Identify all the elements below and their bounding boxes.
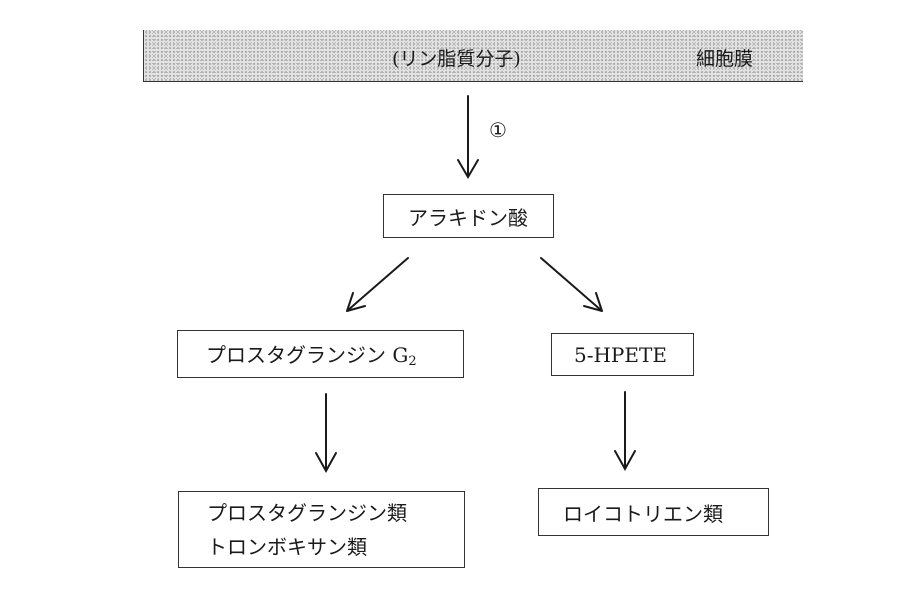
arachidonic-acid-label: アラキドン酸 xyxy=(408,205,528,230)
phospholipid-label: (リン脂質分子) xyxy=(392,48,521,70)
arrow-pgg2-to-prostaglandins xyxy=(315,393,337,474)
arachidonic-acid-node: アラキドン酸 xyxy=(383,194,554,238)
prostaglandin-g-subscript: 2 xyxy=(408,354,417,369)
leukotrienes-label: ロイコトリエン類 xyxy=(563,501,723,526)
arrow-membrane-to-arachidonic xyxy=(457,95,479,179)
arrow-arachidonic-to-pgg2 xyxy=(346,257,409,312)
hpete-node: 5-HPETE xyxy=(551,333,694,376)
prostaglandin-g2-node: プロスタグランジン G2 xyxy=(177,330,464,378)
cell-membrane-label: 細胞膜 xyxy=(696,48,754,70)
cell-membrane: (リン脂質分子) 細胞膜 xyxy=(143,30,803,82)
thromboxanes-label: トロンボキサン類 xyxy=(207,534,367,559)
leukotrienes-node: ロイコトリエン類 xyxy=(538,488,769,536)
hpete-label: 5-HPETE xyxy=(574,342,667,367)
arrow-hpete-to-leukotrienes xyxy=(614,391,636,472)
prostaglandins-label: プロスタグランジン類 xyxy=(207,500,407,525)
prostaglandin-g-text: プロスタグランジン G xyxy=(206,343,409,367)
prostaglandins-thromboxanes-node: プロスタグランジン類 トロンボキサン類 xyxy=(178,491,465,568)
arrow-arachidonic-to-hpete xyxy=(540,257,603,312)
step-1-marker: ① xyxy=(489,118,507,142)
prostaglandin-g2-label: プロスタグランジン G2 xyxy=(206,339,417,369)
